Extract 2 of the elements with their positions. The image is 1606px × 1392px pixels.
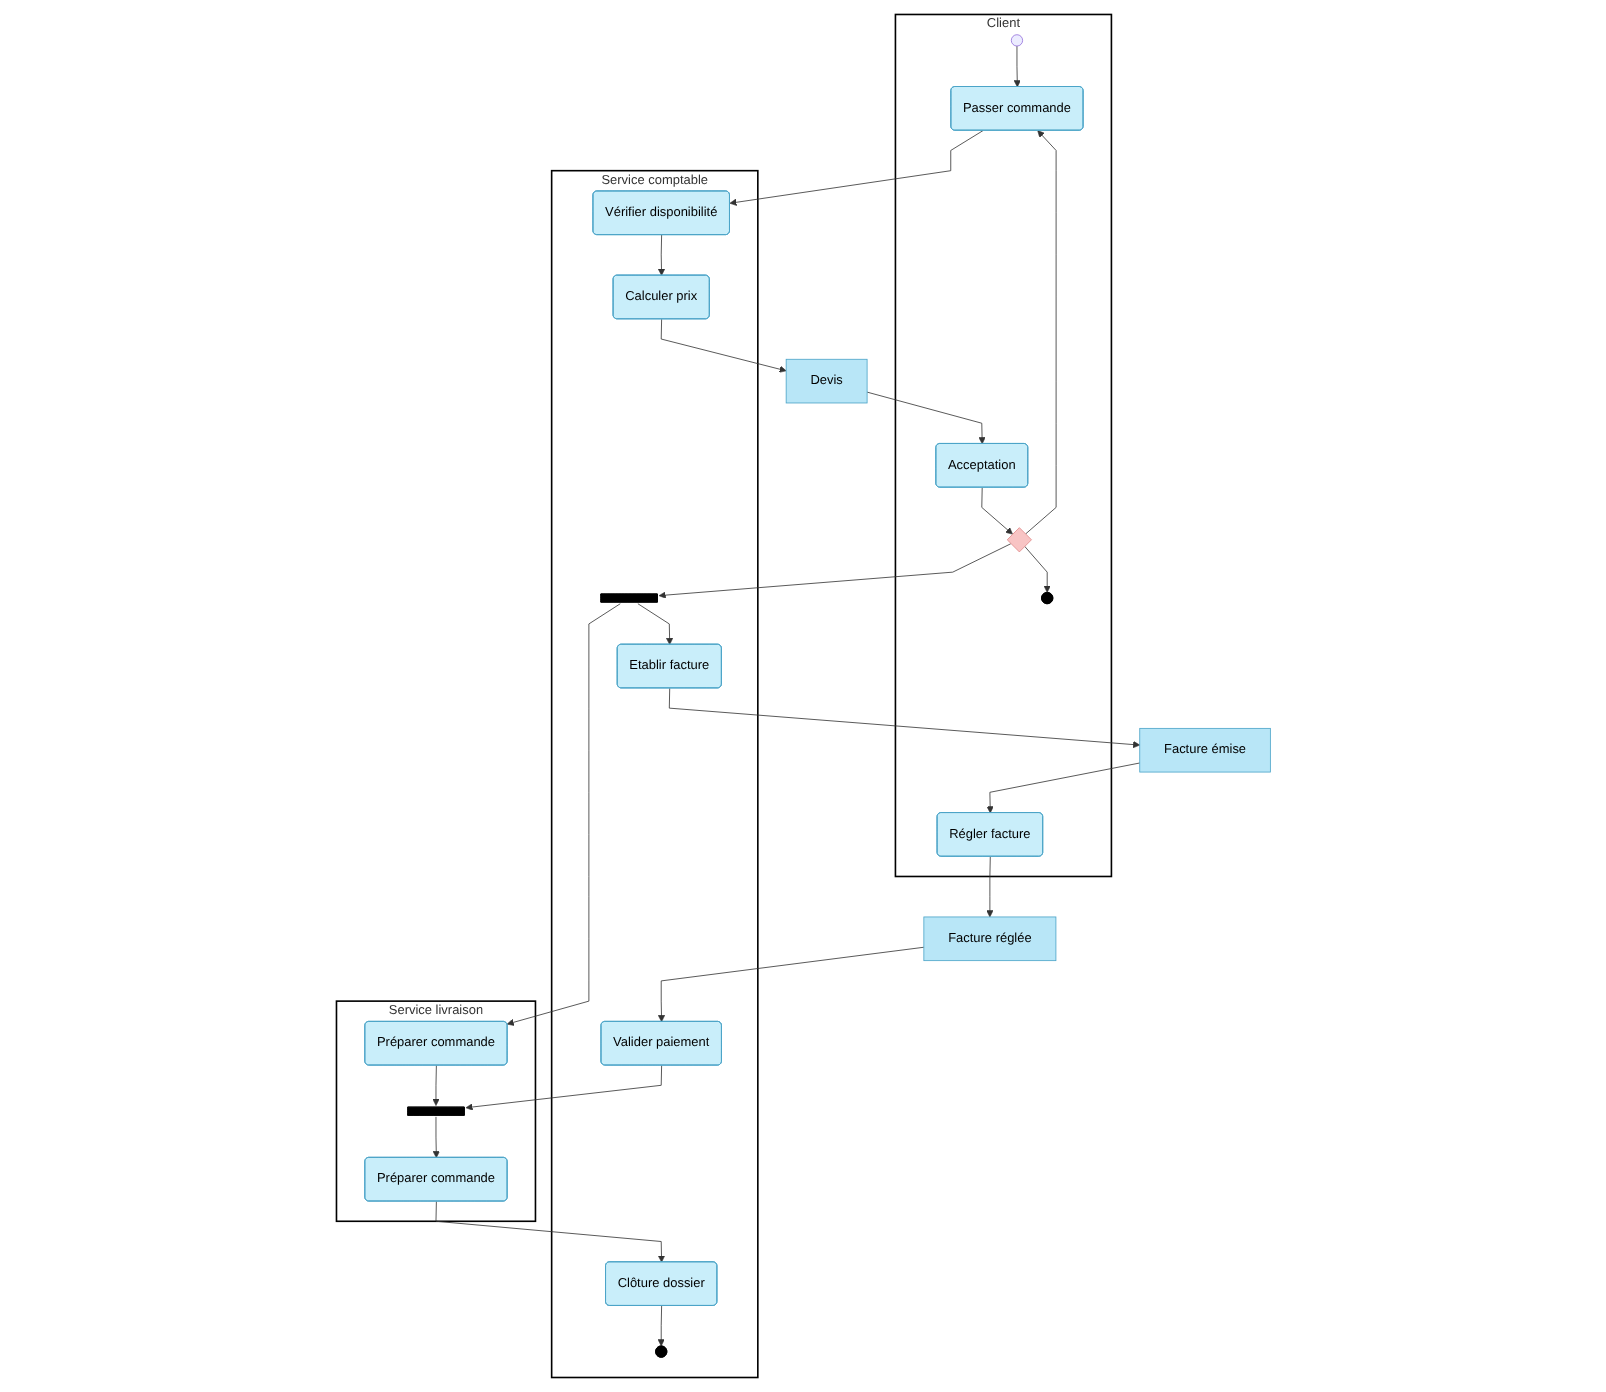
node-diamond bbox=[1006, 527, 1032, 553]
node-circle bbox=[1010, 34, 1023, 47]
